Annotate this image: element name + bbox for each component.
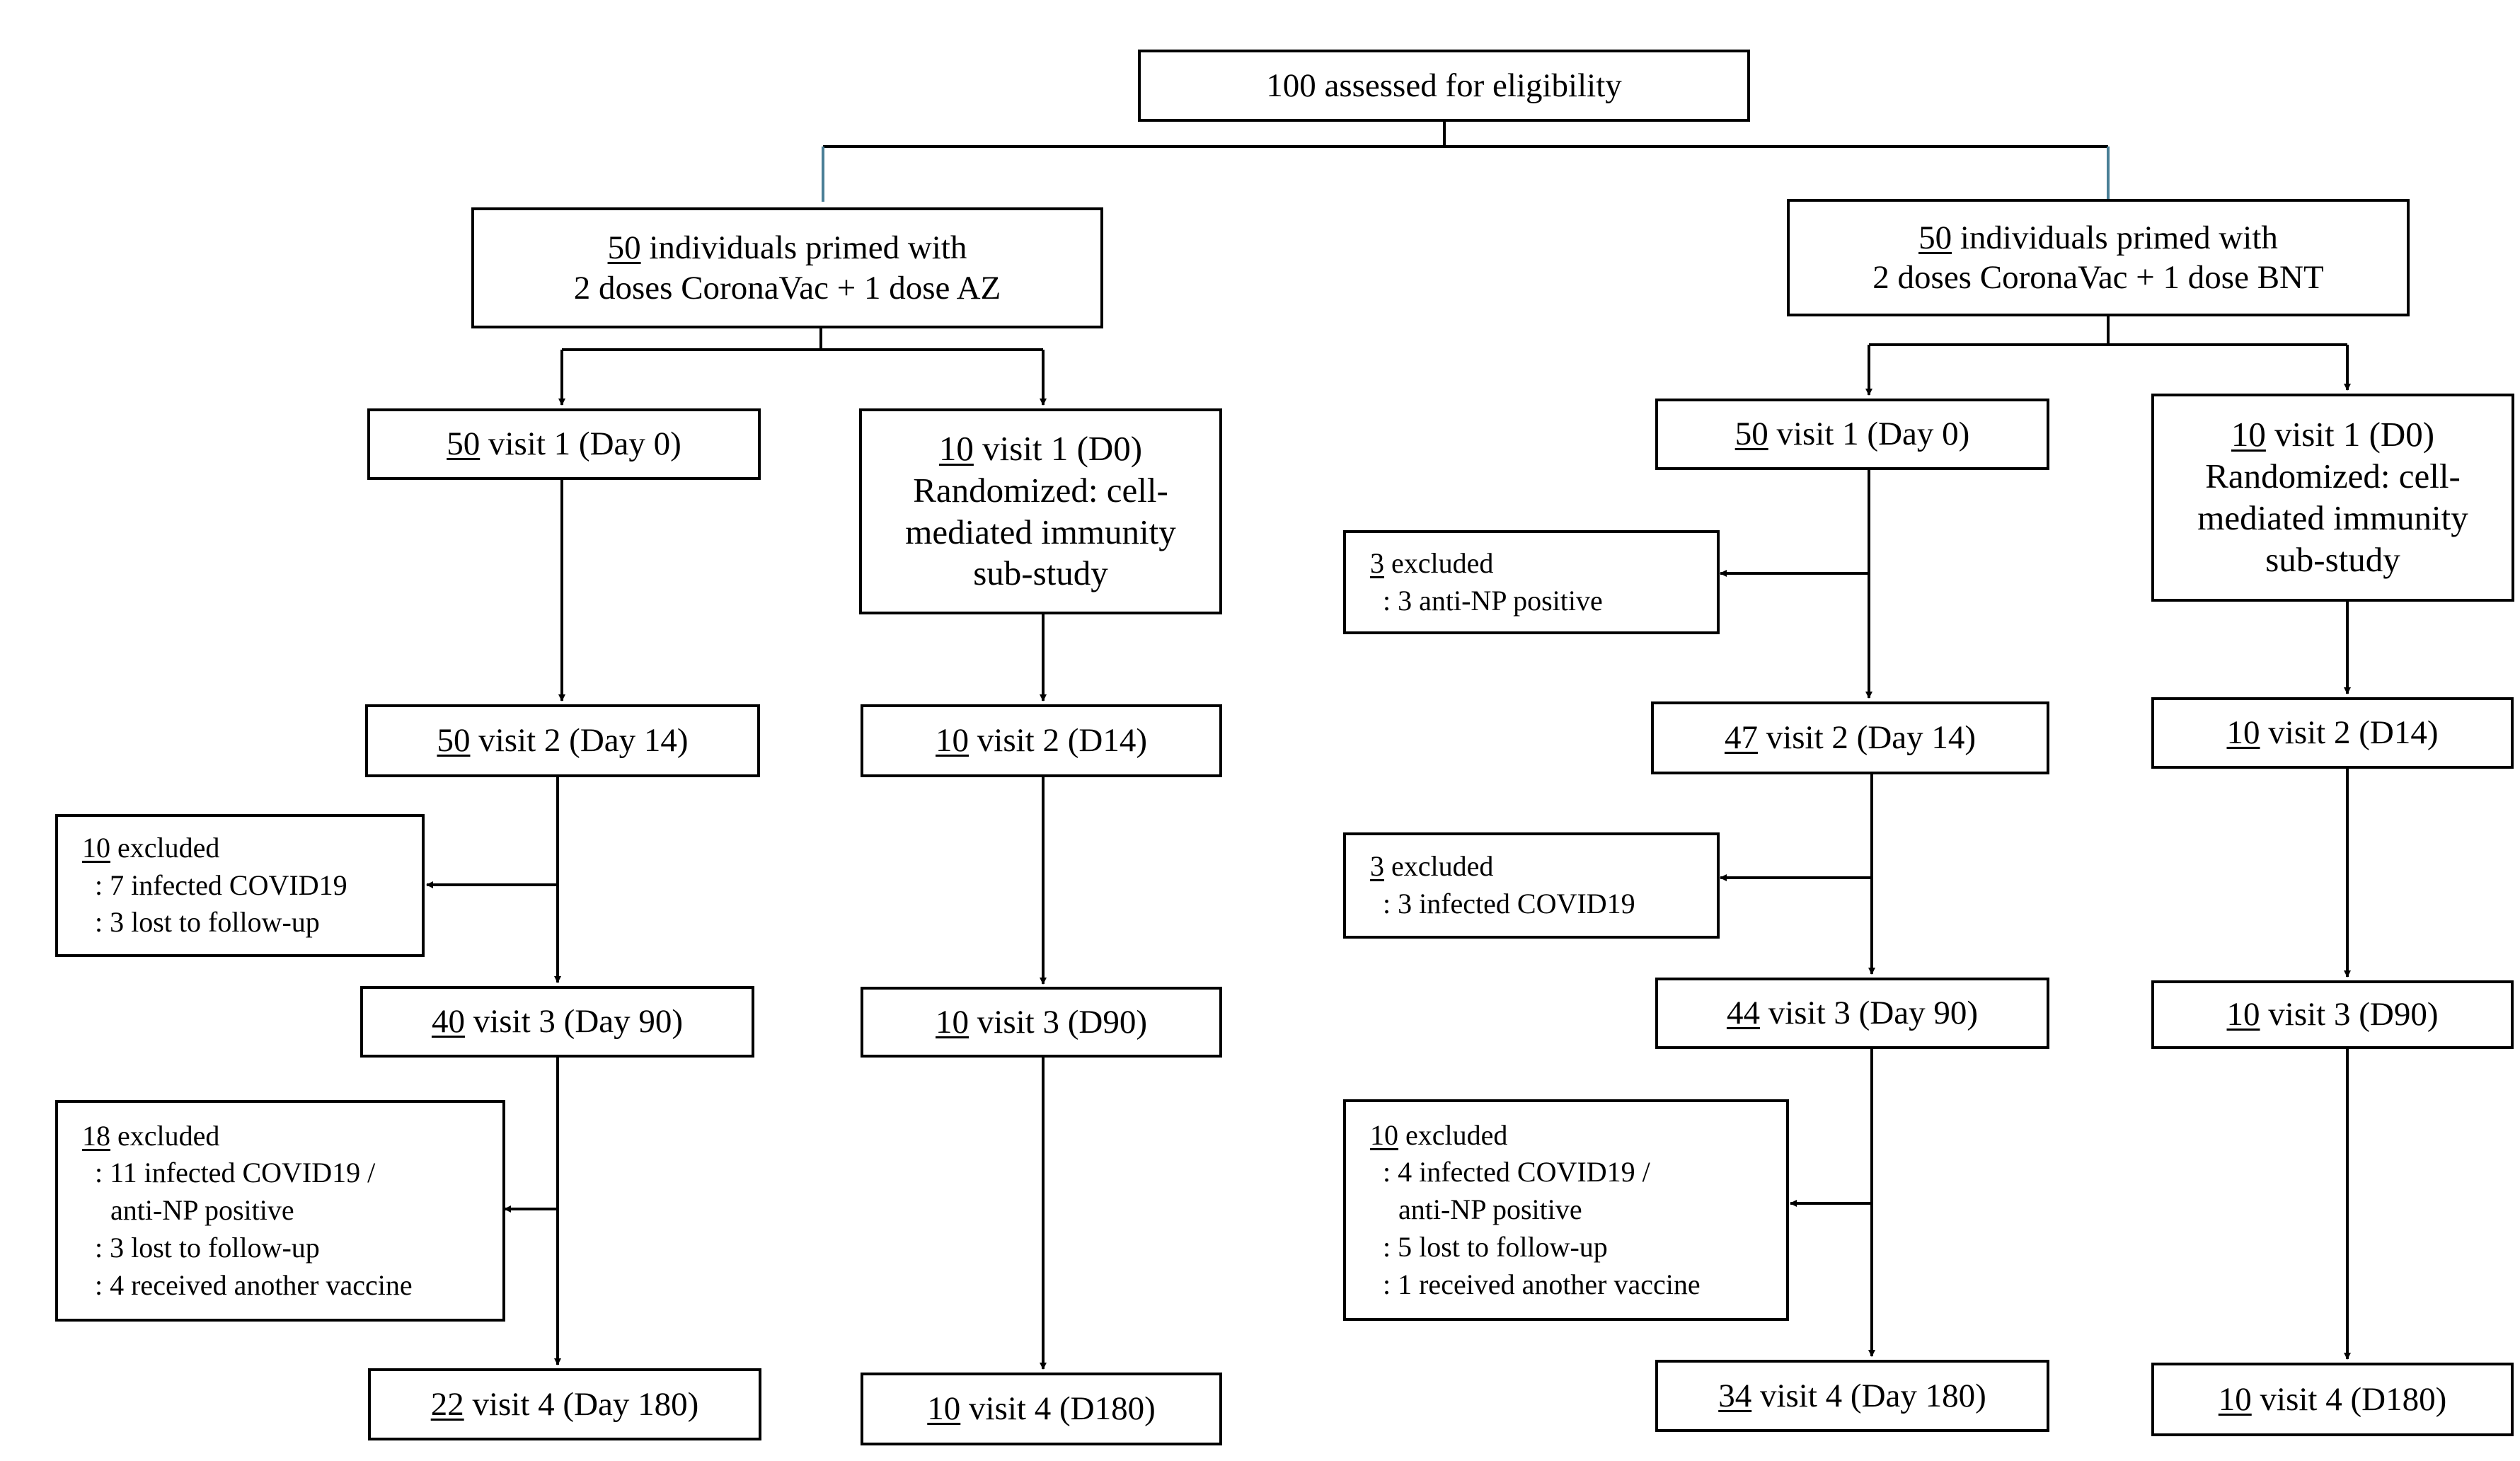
left-visit3-box: 40 visit 3 (Day 90): [360, 986, 754, 1058]
right-exclusion-0-count: 3: [1370, 546, 1384, 579]
right-exclusion-1-box: 3 excluded : 3 infected COVID19: [1343, 832, 1720, 939]
right-sub-randomized: Randomized: cell-: [2205, 457, 2461, 496]
right-sub-visit3-count: 10: [2226, 996, 2260, 1033]
left-sub-visit4-box: 10 visit 4 (D180): [861, 1373, 1222, 1445]
left-visit4-label: visit 4 (Day 180): [464, 1385, 699, 1423]
left-sub-visit3-count: 10: [936, 1003, 970, 1041]
left-sub-visit3-label: visit 3 (D90): [969, 1003, 1147, 1041]
left-arm-regimen: 2 doses CoronaVac + 1 dose AZ: [573, 269, 1001, 306]
right-visit3-label: visit 3 (Day 90): [1759, 995, 1979, 1032]
right-exclusion-0-box: 3 excluded : 3 anti-NP positive: [1343, 530, 1720, 634]
eligibility-box: 100 assessed for eligibility: [1138, 50, 1750, 122]
left-sub-visit3-box: 10 visit 3 (D90): [861, 987, 1222, 1058]
left-visit2-count: 50: [437, 722, 471, 760]
left-sub-visit2-box: 10 visit 2 (D14): [861, 704, 1222, 777]
left-sub-visit1-box: 10 visit 1 (D0) Randomized: cell- mediat…: [859, 408, 1222, 614]
right-exclusion-2-count: 10: [1370, 1118, 1398, 1151]
right-visit2-label: visit 2 (Day 14): [1757, 719, 1977, 757]
left-exclusion-1-reason-1: : 7 infected COVID19: [95, 869, 347, 901]
left-visit3-label: visit 3 (Day 90): [464, 1003, 684, 1041]
right-visit4-count: 34: [1718, 1377, 1752, 1414]
eligibility-text: 100 assessed for eligibility: [1266, 67, 1622, 104]
right-exclusion-2-box: 10 excluded : 4 infected COVID19 / anti-…: [1343, 1099, 1789, 1321]
left-sub-randomized: Randomized: cell-: [913, 470, 1168, 510]
left-sub-substudy: sub-study: [973, 554, 1108, 593]
left-visit3-count: 40: [431, 1003, 465, 1041]
left-exclusion-2-box: 18 excluded : 11 infected COVID19 / anti…: [55, 1100, 505, 1322]
left-exclusion-2-reason-1b: anti-NP positive: [110, 1194, 294, 1227]
left-sub-visit4-count: 10: [927, 1390, 961, 1428]
left-sub-visit2-label: visit 2 (D14): [969, 722, 1147, 760]
right-sub-visit4-box: 10 visit 4 (D180): [2151, 1363, 2514, 1436]
right-visit1-label: visit 1 (Day 0): [1768, 416, 1970, 453]
right-visit1-count: 50: [1734, 416, 1768, 453]
right-exclusion-0-reason-1: : 3 anti-NP positive: [1383, 584, 1603, 617]
right-sub-visit2-label: visit 2 (D14): [2260, 714, 2439, 752]
right-arm-count: 50: [1918, 219, 1952, 256]
right-sub-visit1-count: 10: [2231, 415, 2266, 454]
right-exclusion-2-reason-1b: anti-NP positive: [1398, 1193, 1582, 1226]
left-arm-box: 50 individuals primed with 2 doses Coron…: [471, 207, 1103, 328]
left-exclusion-1-box: 10 excluded : 7 infected COVID19 : 3 los…: [55, 814, 425, 957]
right-visit4-label: visit 4 (Day 180): [1751, 1377, 1986, 1414]
right-sub-visit4-label: visit 4 (D180): [2251, 1380, 2447, 1418]
right-visit4-box: 34 visit 4 (Day 180): [1655, 1360, 2049, 1432]
right-sub-visit4-count: 10: [2218, 1380, 2252, 1418]
left-visit2-label: visit 2 (Day 14): [470, 722, 689, 760]
right-sub-visit1-label: visit 1 (D0): [2265, 415, 2435, 454]
right-sub-cmi: mediated immunity: [2197, 498, 2468, 537]
right-sub-visit1-box: 10 visit 1 (D0) Randomized: cell- mediat…: [2151, 394, 2514, 602]
right-arm-box: 50 individuals primed with 2 doses Coron…: [1787, 199, 2410, 316]
left-exclusion-2-reason-3: : 4 received another vaccine: [95, 1268, 413, 1301]
right-visit3-count: 44: [1726, 995, 1760, 1032]
right-exclusion-1-count: 3: [1370, 850, 1384, 883]
right-exclusion-2-reason-1: : 4 infected COVID19 /: [1383, 1156, 1650, 1188]
left-visit4-count: 22: [430, 1385, 464, 1423]
right-arm-regimen: 2 doses CoronaVac + 1 dose BNT: [1872, 259, 2324, 296]
right-visit2-count: 47: [1724, 719, 1758, 757]
right-exclusion-1-reason-1: : 3 infected COVID19: [1383, 888, 1635, 919]
left-sub-visit1-count: 10: [938, 428, 974, 468]
left-exclusion-1-reason-2: : 3 lost to follow-up: [95, 906, 320, 939]
left-exclusion-2-count: 18: [82, 1119, 110, 1152]
left-sub-visit2-count: 10: [936, 722, 970, 760]
left-visit2-box: 50 visit 2 (Day 14): [365, 704, 760, 777]
left-sub-cmi: mediated immunity: [905, 512, 1176, 551]
left-arm-count: 50: [607, 229, 641, 267]
left-visit4-box: 22 visit 4 (Day 180): [368, 1368, 761, 1440]
left-sub-visit1-label: visit 1 (D0): [973, 428, 1143, 468]
right-sub-visit2-count: 10: [2226, 714, 2260, 752]
right-sub-substudy: sub-study: [2265, 539, 2400, 579]
left-visit1-label: visit 1 (Day 0): [480, 425, 681, 463]
right-visit2-box: 47 visit 2 (Day 14): [1651, 701, 2049, 774]
left-sub-visit4-label: visit 4 (D180): [960, 1390, 1156, 1428]
right-sub-visit2-box: 10 visit 2 (D14): [2151, 697, 2514, 769]
right-visit1-box: 50 visit 1 (Day 0): [1655, 399, 2049, 470]
right-sub-visit3-label: visit 3 (D90): [2260, 996, 2439, 1033]
right-sub-visit3-box: 10 visit 3 (D90): [2151, 980, 2514, 1049]
right-exclusion-2-reason-2: : 5 lost to follow-up: [1383, 1230, 1608, 1263]
left-visit1-count: 50: [447, 425, 481, 463]
left-exclusion-2-reason-1: : 11 infected COVID19 /: [95, 1157, 376, 1189]
right-exclusion-2-reason-3: : 1 received another vaccine: [1383, 1268, 1701, 1300]
left-exclusion-2-reason-2: : 3 lost to follow-up: [95, 1231, 320, 1264]
left-exclusion-1-count: 10: [82, 831, 110, 864]
right-visit3-box: 44 visit 3 (Day 90): [1655, 978, 2049, 1049]
left-visit1-box: 50 visit 1 (Day 0): [367, 408, 761, 480]
